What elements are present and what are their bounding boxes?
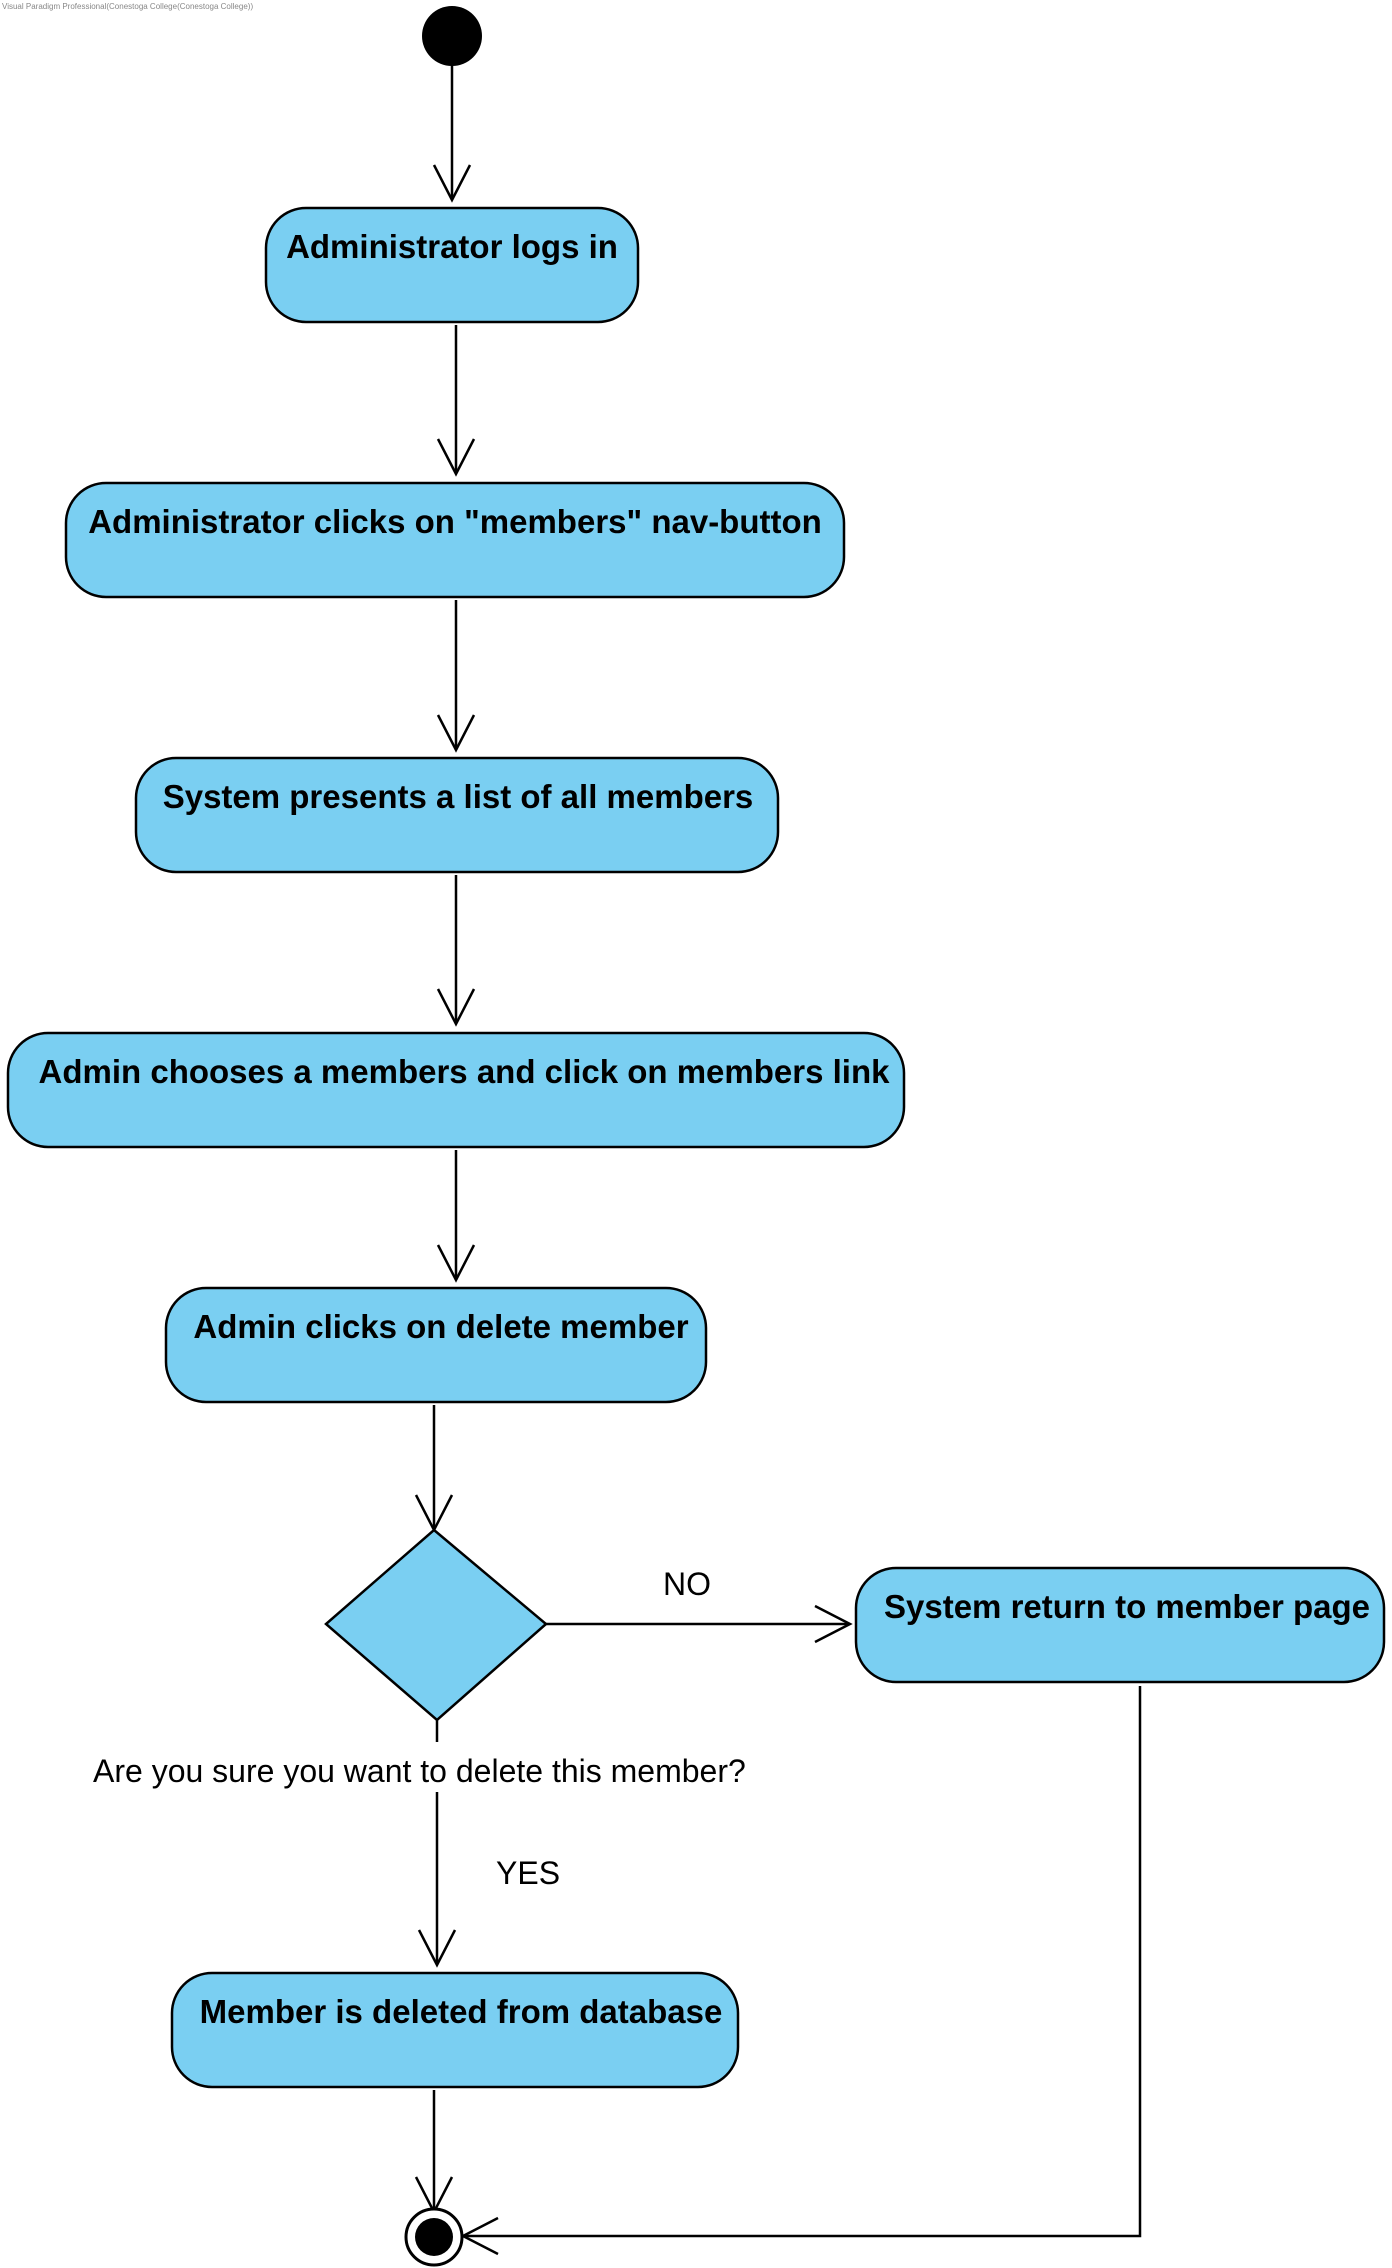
edge-decision-deleted (417, 1720, 457, 1968)
action-login: Administrator logs in (264, 206, 640, 324)
initial-node (422, 6, 482, 66)
edge-deleted-final (414, 2090, 454, 2215)
edges (414, 64, 1142, 2256)
edge-decision-return (546, 1604, 853, 1644)
edge-start-login (432, 64, 472, 203)
guard-no-label: NO (663, 1566, 711, 1602)
action-list-label: System presents a list of all members (163, 778, 754, 815)
decision-question-label: Are you sure you want to delete this mem… (93, 1753, 746, 1789)
edge-login-nav (436, 325, 476, 477)
edge-choose-delete (436, 1150, 476, 1283)
action-choose-label: Admin chooses a members and click on mem… (39, 1053, 891, 1090)
decision-node (324, 1528, 548, 1722)
action-deleted-label: Member is deleted from database (200, 1993, 723, 2030)
action-choose: Admin chooses a members and click on mem… (6, 1031, 906, 1149)
edge-nav-list (436, 600, 476, 753)
edge-list-choose (436, 875, 476, 1027)
action-members-nav-label: Administrator clicks on "members" nav-bu… (88, 503, 822, 540)
action-list: System presents a list of all members (134, 756, 780, 874)
action-delete-click-label: Admin clicks on delete member (193, 1308, 688, 1345)
guard-yes-label: YES (496, 1855, 560, 1891)
action-login-label: Administrator logs in (286, 228, 618, 265)
watermark-text: Visual Paradigm Professional(Conestoga C… (2, 2, 253, 11)
final-node (404, 2207, 464, 2267)
action-delete-click: Admin clicks on delete member (164, 1286, 708, 1404)
action-return-page: System return to member page (854, 1566, 1386, 1684)
action-return-page-label: System return to member page (884, 1588, 1370, 1625)
action-deleted: Member is deleted from database (170, 1971, 740, 2089)
edge-delete-decision (414, 1405, 454, 1533)
action-members-nav: Administrator clicks on "members" nav-bu… (64, 481, 846, 599)
